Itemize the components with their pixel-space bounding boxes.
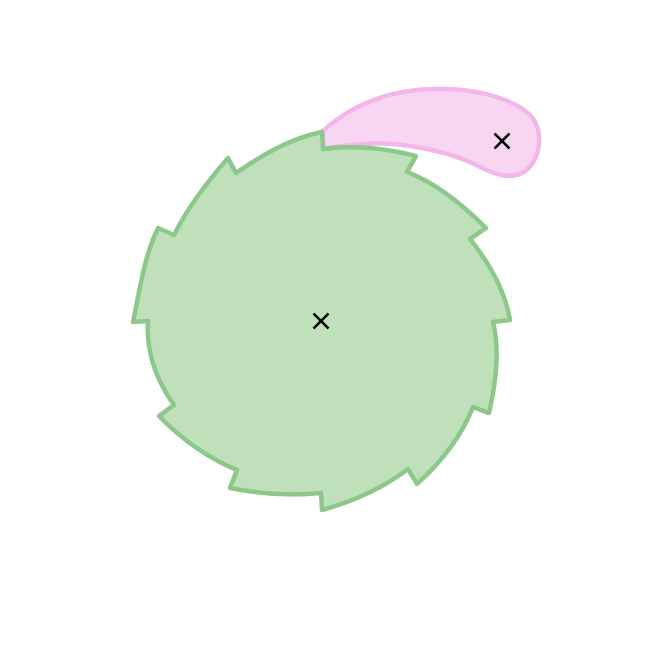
pink-teardrop-shape <box>320 86 542 179</box>
x-marker-icon <box>493 132 511 150</box>
x-marker-icon <box>312 312 330 330</box>
